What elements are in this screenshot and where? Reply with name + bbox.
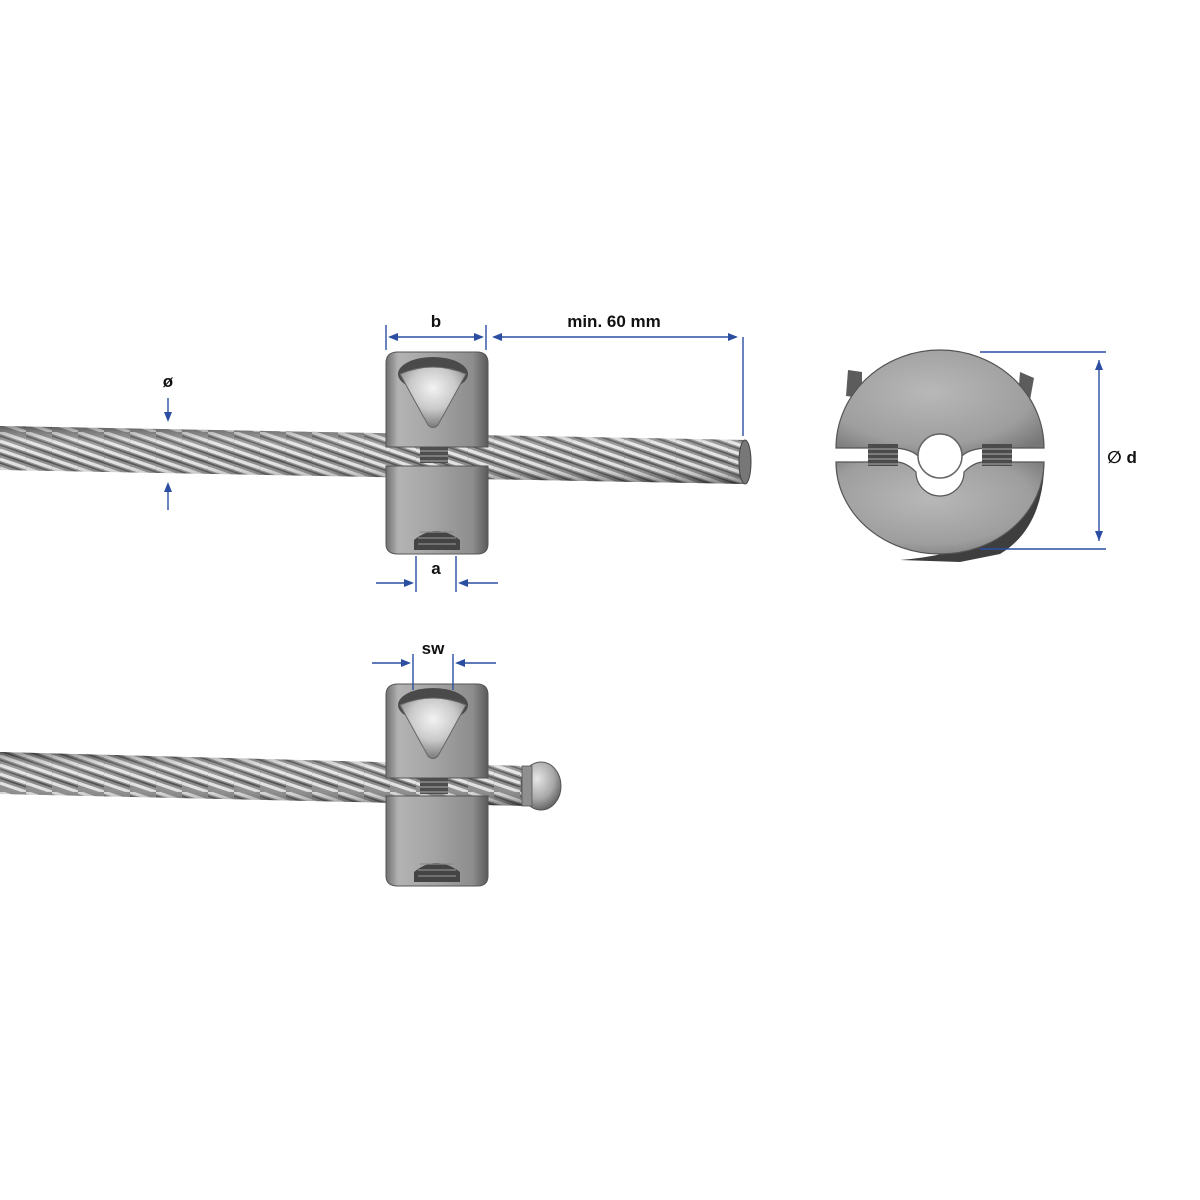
dimension-a-label: a xyxy=(431,559,441,578)
clamp-front-view xyxy=(835,349,1045,562)
cable-diameter-dimension: ø xyxy=(163,372,174,510)
top-clamp xyxy=(385,351,489,555)
min-length-label: min. 60 mm xyxy=(567,312,661,331)
ball-end-cap xyxy=(520,761,562,811)
width-b-label: b xyxy=(431,312,441,331)
dimension-a: a xyxy=(376,556,498,592)
top-cable-assembly: ø b min. 60 mm a xyxy=(0,312,752,592)
outer-diameter-label: ∅ d xyxy=(1107,448,1137,467)
top-cable xyxy=(0,426,752,485)
width-b-dimension: b xyxy=(385,312,487,350)
min-length-dimension: min. 60 mm xyxy=(492,312,744,436)
outer-diameter-dimension: ∅ d xyxy=(980,351,1137,550)
bottom-cable-assembly: sw xyxy=(0,639,562,887)
wrench-size-label: sw xyxy=(422,639,445,658)
wrench-size-dimension: sw xyxy=(372,639,496,690)
bottom-clamp xyxy=(385,683,489,887)
cable-diameter-label: ø xyxy=(163,372,174,391)
